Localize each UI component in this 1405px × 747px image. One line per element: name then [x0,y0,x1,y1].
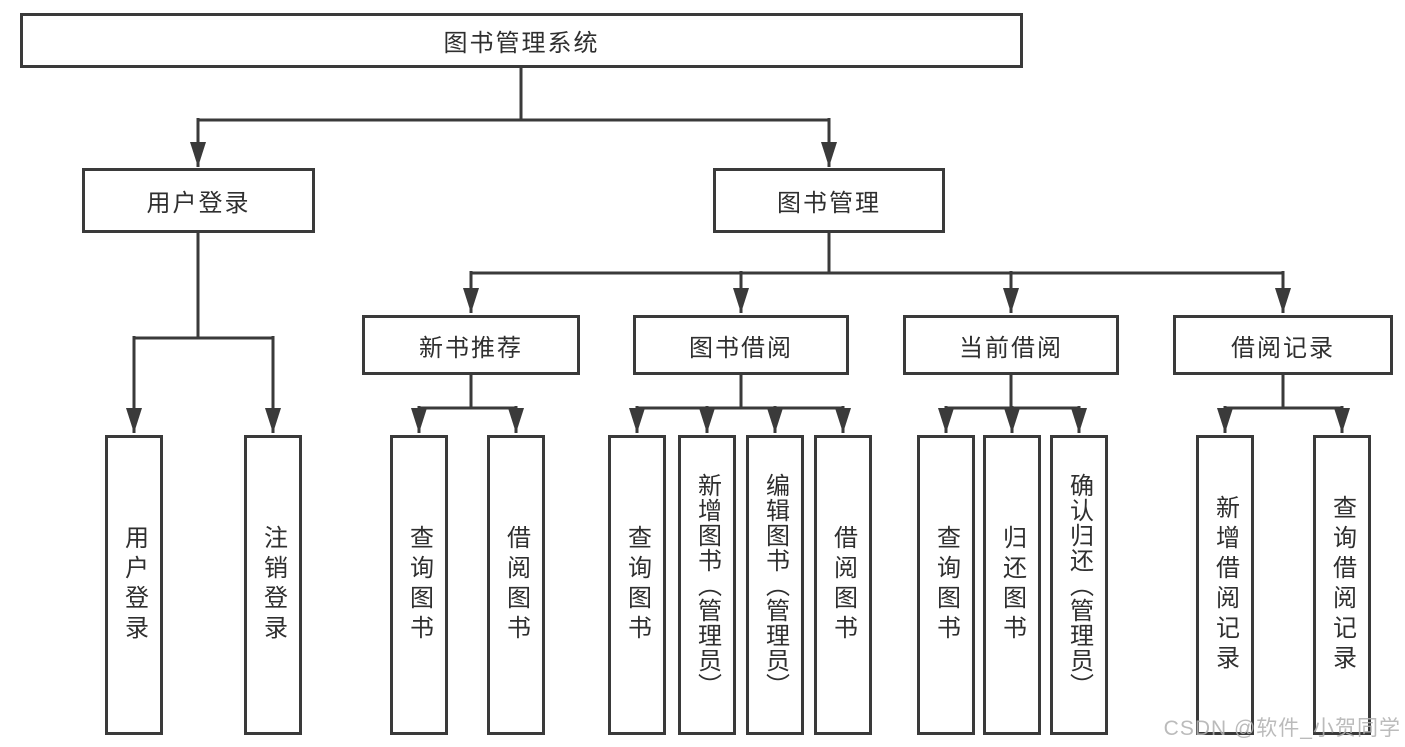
leaf-cb-return-books: 归还图书 [983,435,1041,735]
node-root: 图书管理系统 [20,13,1023,68]
leaf-logout-label: 注销登录 [259,525,287,645]
node-book-borrow: 图书借阅 [633,315,849,375]
node-root-label: 图书管理系统 [443,30,600,57]
leaf-bb-borrow-books-label: 借阅图书 [829,525,857,645]
node-new-book-recommend: 新书推荐 [362,315,580,375]
leaf-logout: 注销登录 [244,435,302,735]
leaf-cb-confirm-return-admin-label: 确认归还（管理员） [1065,472,1093,698]
leaf-bb-add-books-admin-label: 新增图书（管理员） [693,472,721,698]
node-book-management: 图书管理 [713,168,945,233]
node-borrow-records: 借阅记录 [1173,315,1393,375]
leaf-cb-return-books-label: 归还图书 [998,525,1026,645]
node-current-borrow: 当前借阅 [903,315,1119,375]
leaf-br-add-record: 新增借阅记录 [1196,435,1254,735]
leaf-nbr-borrow-books: 借阅图书 [487,435,545,735]
leaf-user-login: 用户登录 [105,435,163,735]
node-user-login: 用户登录 [82,168,315,233]
node-borrow-records-label: 借阅记录 [1231,334,1335,362]
leaf-br-query-record: 查询借阅记录 [1313,435,1371,735]
node-user-login-label: 用户登录 [146,190,251,217]
leaf-br-query-record-label: 查询借阅记录 [1328,495,1356,675]
leaf-bb-edit-books-admin: 编辑图书（管理员） [746,435,804,735]
leaf-cb-confirm-return-admin: 确认归还（管理员） [1050,435,1108,735]
node-current-borrow-label: 当前借阅 [959,334,1063,362]
node-book-borrow-label: 图书借阅 [689,334,793,362]
leaf-bb-edit-books-admin-label: 编辑图书（管理员） [761,472,789,698]
leaf-nbr-query-books: 查询图书 [390,435,448,735]
leaf-bb-borrow-books: 借阅图书 [814,435,872,735]
leaf-nbr-query-books-label: 查询图书 [405,525,433,645]
leaf-user-login-label: 用户登录 [120,525,148,645]
leaf-bb-add-books-admin: 新增图书（管理员） [678,435,736,735]
leaf-br-add-record-label: 新增借阅记录 [1211,495,1239,675]
leaf-cb-query-books-label: 查询图书 [932,525,960,645]
leaf-nbr-borrow-books-label: 借阅图书 [502,525,530,645]
csdn-watermark: CSDN @软件_小贺同学 [1163,717,1401,740]
leaf-bb-query-books: 查询图书 [608,435,666,735]
leaf-bb-query-books-label: 查询图书 [623,525,651,645]
node-new-book-recommend-label: 新书推荐 [419,334,523,362]
leaf-cb-query-books: 查询图书 [917,435,975,735]
node-book-management-label: 图书管理 [777,190,881,217]
